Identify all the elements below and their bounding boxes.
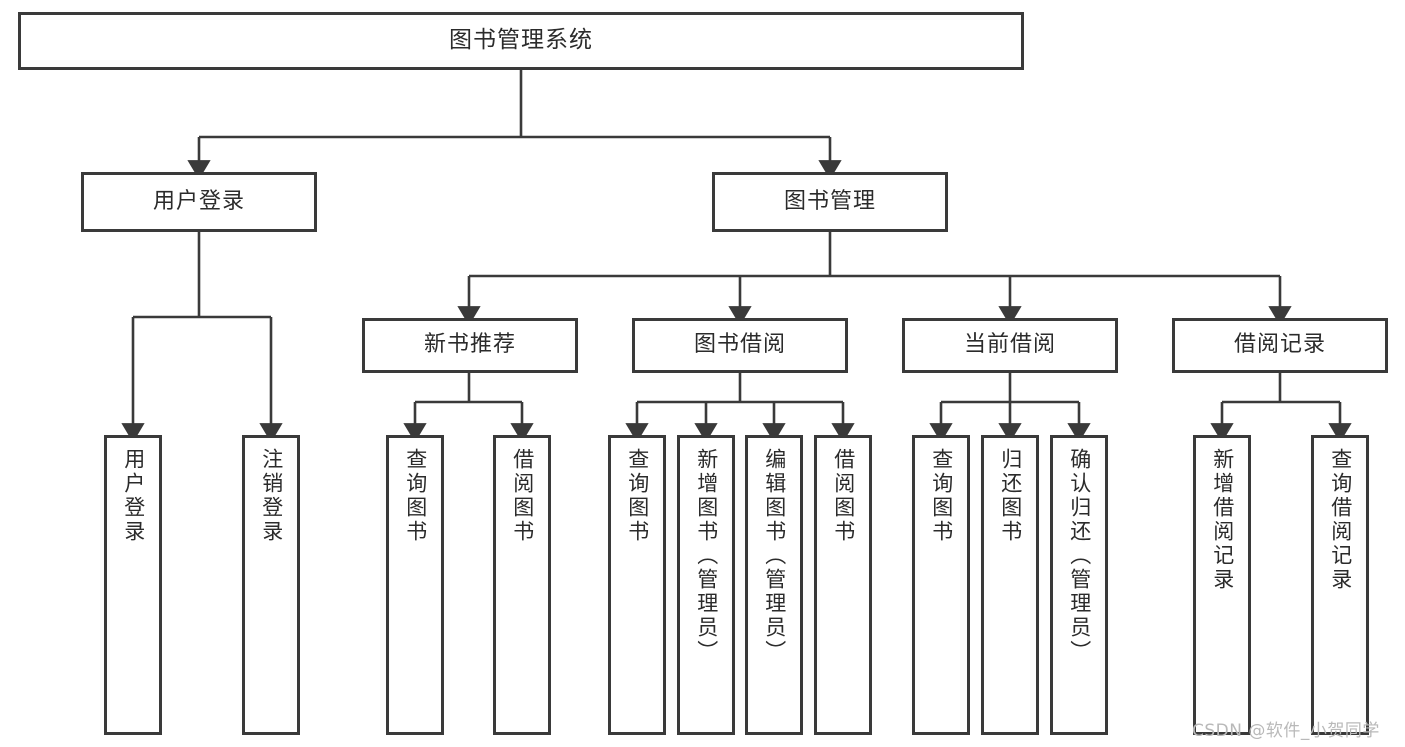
node-label: 图书管理 xyxy=(783,188,876,214)
node-label: 借阅记录 xyxy=(1233,332,1326,358)
leaf-label: 新增借阅记录 xyxy=(1210,448,1235,592)
node-label: 图书借阅 xyxy=(693,332,786,358)
leaf-label: 新增图书（管理员） xyxy=(694,448,719,664)
leaf-new-book-borrow-book[interactable]: 借阅图书 xyxy=(493,435,551,735)
node-label: 图书管理系统 xyxy=(449,27,593,54)
leaf-label: 借阅图书 xyxy=(831,448,856,544)
node-current-borrow[interactable]: 当前借阅 xyxy=(902,318,1118,373)
node-book-management[interactable]: 图书管理 xyxy=(712,172,948,232)
leaf-user-login-logout[interactable]: 注销登录 xyxy=(242,435,300,735)
leaf-book-borrow-borrow-book[interactable]: 借阅图书 xyxy=(814,435,872,735)
node-user-login[interactable]: 用户登录 xyxy=(81,172,317,232)
leaf-current-borrow-confirm-return-admin[interactable]: 确认归还（管理员） xyxy=(1050,435,1108,735)
node-root-book-management-system[interactable]: 图书管理系统 xyxy=(18,12,1024,70)
leaf-label: 编辑图书（管理员） xyxy=(762,448,787,664)
leaf-label: 归还图书 xyxy=(998,448,1023,544)
leaf-current-borrow-return-book[interactable]: 归还图书 xyxy=(981,435,1039,735)
node-borrow-record[interactable]: 借阅记录 xyxy=(1172,318,1388,373)
leaf-label: 查询借阅记录 xyxy=(1328,448,1353,592)
leaf-label: 用户登录 xyxy=(121,448,146,544)
leaf-label: 确认归还（管理员） xyxy=(1067,448,1092,664)
leaf-label: 查询图书 xyxy=(625,448,650,544)
node-label: 用户登录 xyxy=(152,188,245,214)
leaf-book-borrow-edit-book-admin[interactable]: 编辑图书（管理员） xyxy=(745,435,803,735)
leaf-borrow-record-query-record[interactable]: 查询借阅记录 xyxy=(1311,435,1369,735)
leaf-book-borrow-add-book-admin[interactable]: 新增图书（管理员） xyxy=(677,435,735,735)
leaf-new-book-query-book[interactable]: 查询图书 xyxy=(386,435,444,735)
node-label: 当前借阅 xyxy=(963,332,1056,358)
node-new-book-recommend[interactable]: 新书推荐 xyxy=(362,318,578,373)
csdn-watermark: CSDN @软件_小贺同学 xyxy=(1192,721,1380,741)
node-label: 新书推荐 xyxy=(423,332,516,358)
leaf-label: 注销登录 xyxy=(259,448,284,544)
leaf-user-login-login[interactable]: 用户登录 xyxy=(104,435,162,735)
leaf-book-borrow-query-book[interactable]: 查询图书 xyxy=(608,435,666,735)
leaf-current-borrow-query-book[interactable]: 查询图书 xyxy=(912,435,970,735)
leaf-label: 借阅图书 xyxy=(510,448,535,544)
leaf-label: 查询图书 xyxy=(929,448,954,544)
leaf-borrow-record-add-record[interactable]: 新增借阅记录 xyxy=(1193,435,1251,735)
leaf-label: 查询图书 xyxy=(403,448,428,544)
node-book-borrow[interactable]: 图书借阅 xyxy=(632,318,848,373)
